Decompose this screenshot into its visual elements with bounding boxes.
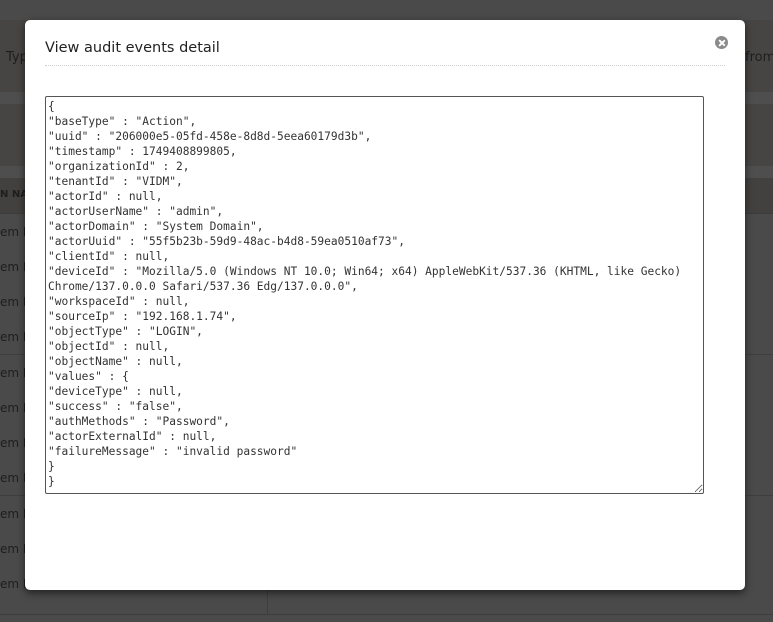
background-table-row (0, 601, 773, 615)
background-cell: em D (0, 260, 33, 274)
background-cell: em D (0, 507, 33, 521)
background-cell: em D (0, 436, 33, 450)
close-icon[interactable] (715, 36, 728, 49)
background-cell: em D (0, 330, 33, 344)
background-cell: em D (0, 295, 33, 309)
background-cell: em D (0, 577, 33, 591)
background-from-label: from (745, 50, 773, 65)
background-cell: em D (0, 366, 33, 380)
audit-event-detail-dialog: View audit events detail (25, 20, 745, 590)
dialog-title: View audit events detail (45, 40, 220, 56)
background-cell: em D (0, 542, 33, 556)
title-divider (45, 65, 725, 66)
event-json-textarea[interactable] (45, 96, 704, 494)
background-cell: em D (0, 471, 33, 485)
background-type-label: Typ (6, 50, 28, 65)
background-cell: em D (0, 225, 33, 239)
background-column-header: N NA (0, 189, 28, 200)
background-cell: em D (0, 401, 33, 415)
